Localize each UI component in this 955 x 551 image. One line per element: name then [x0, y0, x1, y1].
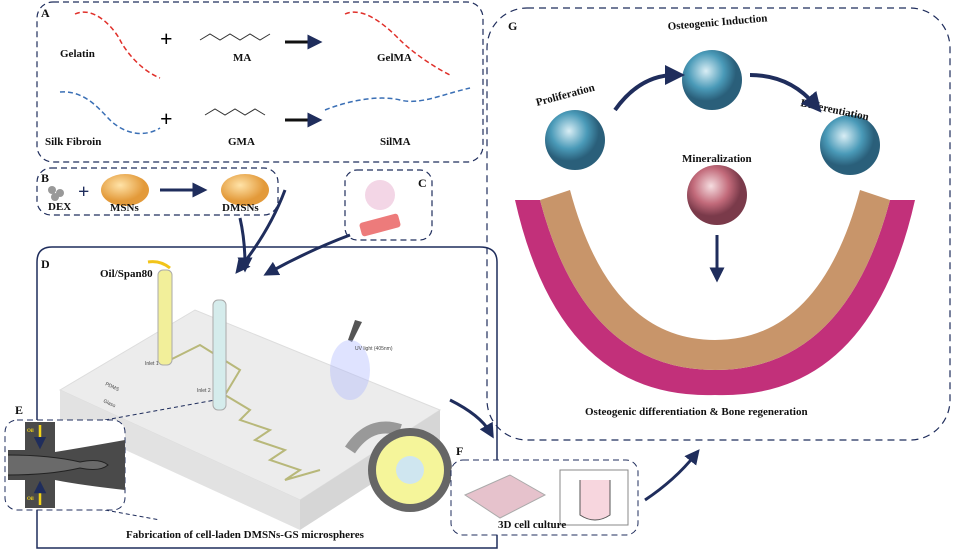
- proliferation-sphere: [545, 110, 605, 170]
- stage-osteogenic-induction: Osteogenic Induction: [667, 12, 768, 33]
- msns-label: MSNs: [110, 202, 139, 214]
- dex-label: DEX: [48, 201, 71, 213]
- osteogenic-induction-sphere: [682, 50, 742, 110]
- stage-mineralization: Mineralization: [682, 153, 752, 165]
- panel-e-label: E: [15, 403, 23, 417]
- panel-c-label: C: [418, 176, 427, 190]
- panel-g-caption: Osteogenic differentiation & Bone regene…: [585, 406, 808, 418]
- dmsns-particle: [221, 174, 269, 206]
- outlet-tube: [345, 421, 402, 454]
- panel-e: E Oil Oil: [4, 403, 126, 511]
- differentiation-sphere: [820, 115, 880, 175]
- stage-proliferation: Proliferation: [535, 82, 596, 109]
- oil-top-label: Oil: [27, 429, 34, 434]
- plus-icon: +: [160, 106, 173, 131]
- panel-c: C: [344, 169, 433, 241]
- plus-icon: +: [160, 26, 173, 51]
- culture-well-icon: [579, 480, 611, 521]
- panel-a-label: A: [41, 6, 50, 20]
- inlet-2-label: Inlet 2: [197, 388, 211, 394]
- gma-label: GMA: [228, 136, 255, 148]
- oil-arrow-icon: [147, 260, 171, 270]
- ma-structure: [199, 33, 271, 41]
- uv-light-label: UV light (405nm): [355, 346, 393, 352]
- panel-g-label: G: [508, 19, 517, 33]
- oil-span80-label: Oil/Span80: [100, 268, 153, 280]
- cells-icon: [365, 180, 395, 210]
- panel-b: B DEX + MSNs DMSNs: [36, 167, 279, 216]
- culture-flask-icon: [359, 213, 401, 237]
- silk-chain: [59, 91, 161, 135]
- uv-lamp-icon: [348, 320, 362, 342]
- silma-label: SilMA: [380, 136, 411, 148]
- panel-d-label: D: [41, 257, 50, 271]
- bone-tissue-arc: [515, 200, 915, 396]
- panel-f: F 3D cell culture: [449, 398, 700, 536]
- uv-beam: [330, 340, 370, 400]
- panel-d-caption: Fabrication of cell-laden DMSNs-GS micro…: [126, 529, 365, 541]
- arrow-icon: [749, 73, 822, 113]
- well-plate-icon: [463, 474, 547, 519]
- gelatin-chain: [74, 11, 161, 79]
- arrow-d-to-f: [449, 398, 494, 439]
- panel-f-caption: 3D cell culture: [498, 519, 566, 531]
- msns-particle: [101, 174, 149, 206]
- silk-fibroin-label: Silk Fibroin: [45, 136, 101, 148]
- silma-chain: [324, 87, 471, 111]
- gelatin-label: Gelatin: [60, 48, 95, 60]
- gma-structure: [204, 108, 266, 116]
- gelma-label: GelMA: [377, 52, 412, 64]
- cell-cluster: [396, 456, 424, 484]
- mineralization-sphere: [687, 165, 747, 225]
- arrow-c-to-d: [263, 233, 351, 276]
- channel: [169, 343, 321, 481]
- inlet-1-tube: [157, 269, 173, 366]
- panel-f-label: F: [456, 444, 463, 458]
- panel-g: G Proliferation Osteogenic Induction Dif…: [486, 7, 951, 441]
- arrow-b-to-d: [237, 217, 253, 273]
- pdms-label: PDMS: [104, 381, 120, 393]
- dmsns-label: DMSNs: [222, 202, 259, 214]
- panel-a: A Gelatin + MA GelMA Silk Fibroin + GMA …: [36, 1, 484, 163]
- dex-molecules: [48, 186, 64, 201]
- glass-label: Glass: [102, 398, 117, 409]
- inlet-1-label: Inlet 1: [145, 361, 159, 367]
- gelma-chain: [344, 11, 451, 76]
- panel-b-label: B: [41, 171, 49, 185]
- trabecular-bone: [540, 190, 890, 370]
- arrow-f-to-g: [644, 449, 700, 502]
- arrow-icon: [613, 65, 685, 112]
- oil-bottom-label: Oil: [27, 497, 34, 502]
- inlet-2-tube: [212, 299, 227, 411]
- ma-label: MA: [233, 52, 251, 64]
- zoom-lines: [49, 399, 216, 521]
- plus-icon: +: [78, 181, 89, 203]
